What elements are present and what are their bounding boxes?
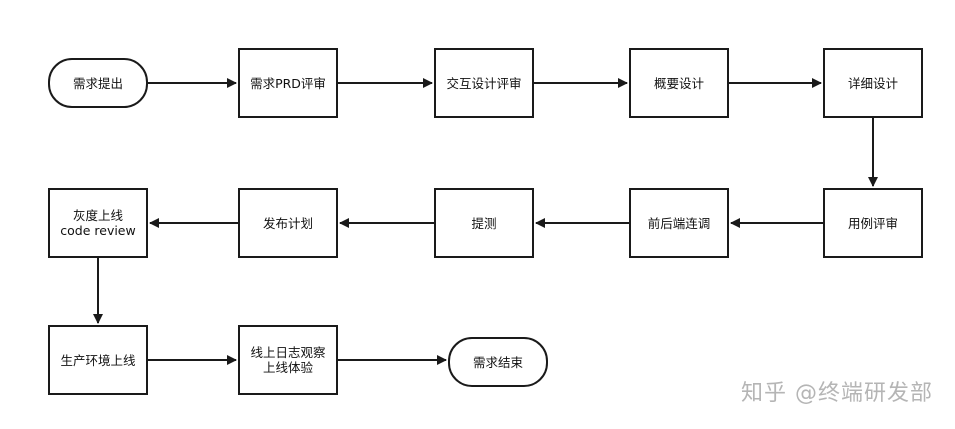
node-joint-debug: 前后端连调 [629, 188, 729, 258]
node-label-start: 需求提出 [72, 75, 123, 91]
watermark: 知乎 @终端研发部 [741, 381, 933, 406]
node-label-production-release: 生产环境上线 [60, 352, 136, 368]
node-label-case-review: 用例评审 [847, 215, 898, 231]
node-label-end: 需求结束 [472, 354, 523, 370]
node-label-submit-test: 提测 [471, 215, 497, 231]
node-end: 需求结束 [448, 337, 548, 387]
node-interaction-review: 交互设计评审 [434, 48, 534, 118]
node-label-interaction-review: 交互设计评审 [446, 75, 522, 91]
node-label-release-plan: 发布计划 [262, 215, 313, 231]
node-online-observe: 线上日志观察 上线体验 [238, 325, 338, 395]
node-label-prd-review: 需求PRD评审 [250, 75, 326, 91]
node-start: 需求提出 [48, 58, 148, 108]
node-label-outline-design: 概要设计 [653, 75, 704, 91]
node-release-plan: 发布计划 [238, 188, 338, 258]
node-gray-release: 灰度上线 code review [48, 188, 148, 258]
node-label-detail-design: 详细设计 [847, 75, 898, 91]
node-label-joint-debug: 前后端连调 [647, 215, 711, 231]
node-submit-test: 提测 [434, 188, 534, 258]
node-production-release: 生产环境上线 [48, 325, 148, 395]
node-outline-design: 概要设计 [629, 48, 729, 118]
node-case-review: 用例评审 [823, 188, 923, 258]
node-label-gray-release: 灰度上线 code review [60, 208, 136, 238]
node-detail-design: 详细设计 [823, 48, 923, 118]
node-prd-review: 需求PRD评审 [238, 48, 338, 118]
node-label-online-observe: 线上日志观察 上线体验 [250, 345, 326, 375]
